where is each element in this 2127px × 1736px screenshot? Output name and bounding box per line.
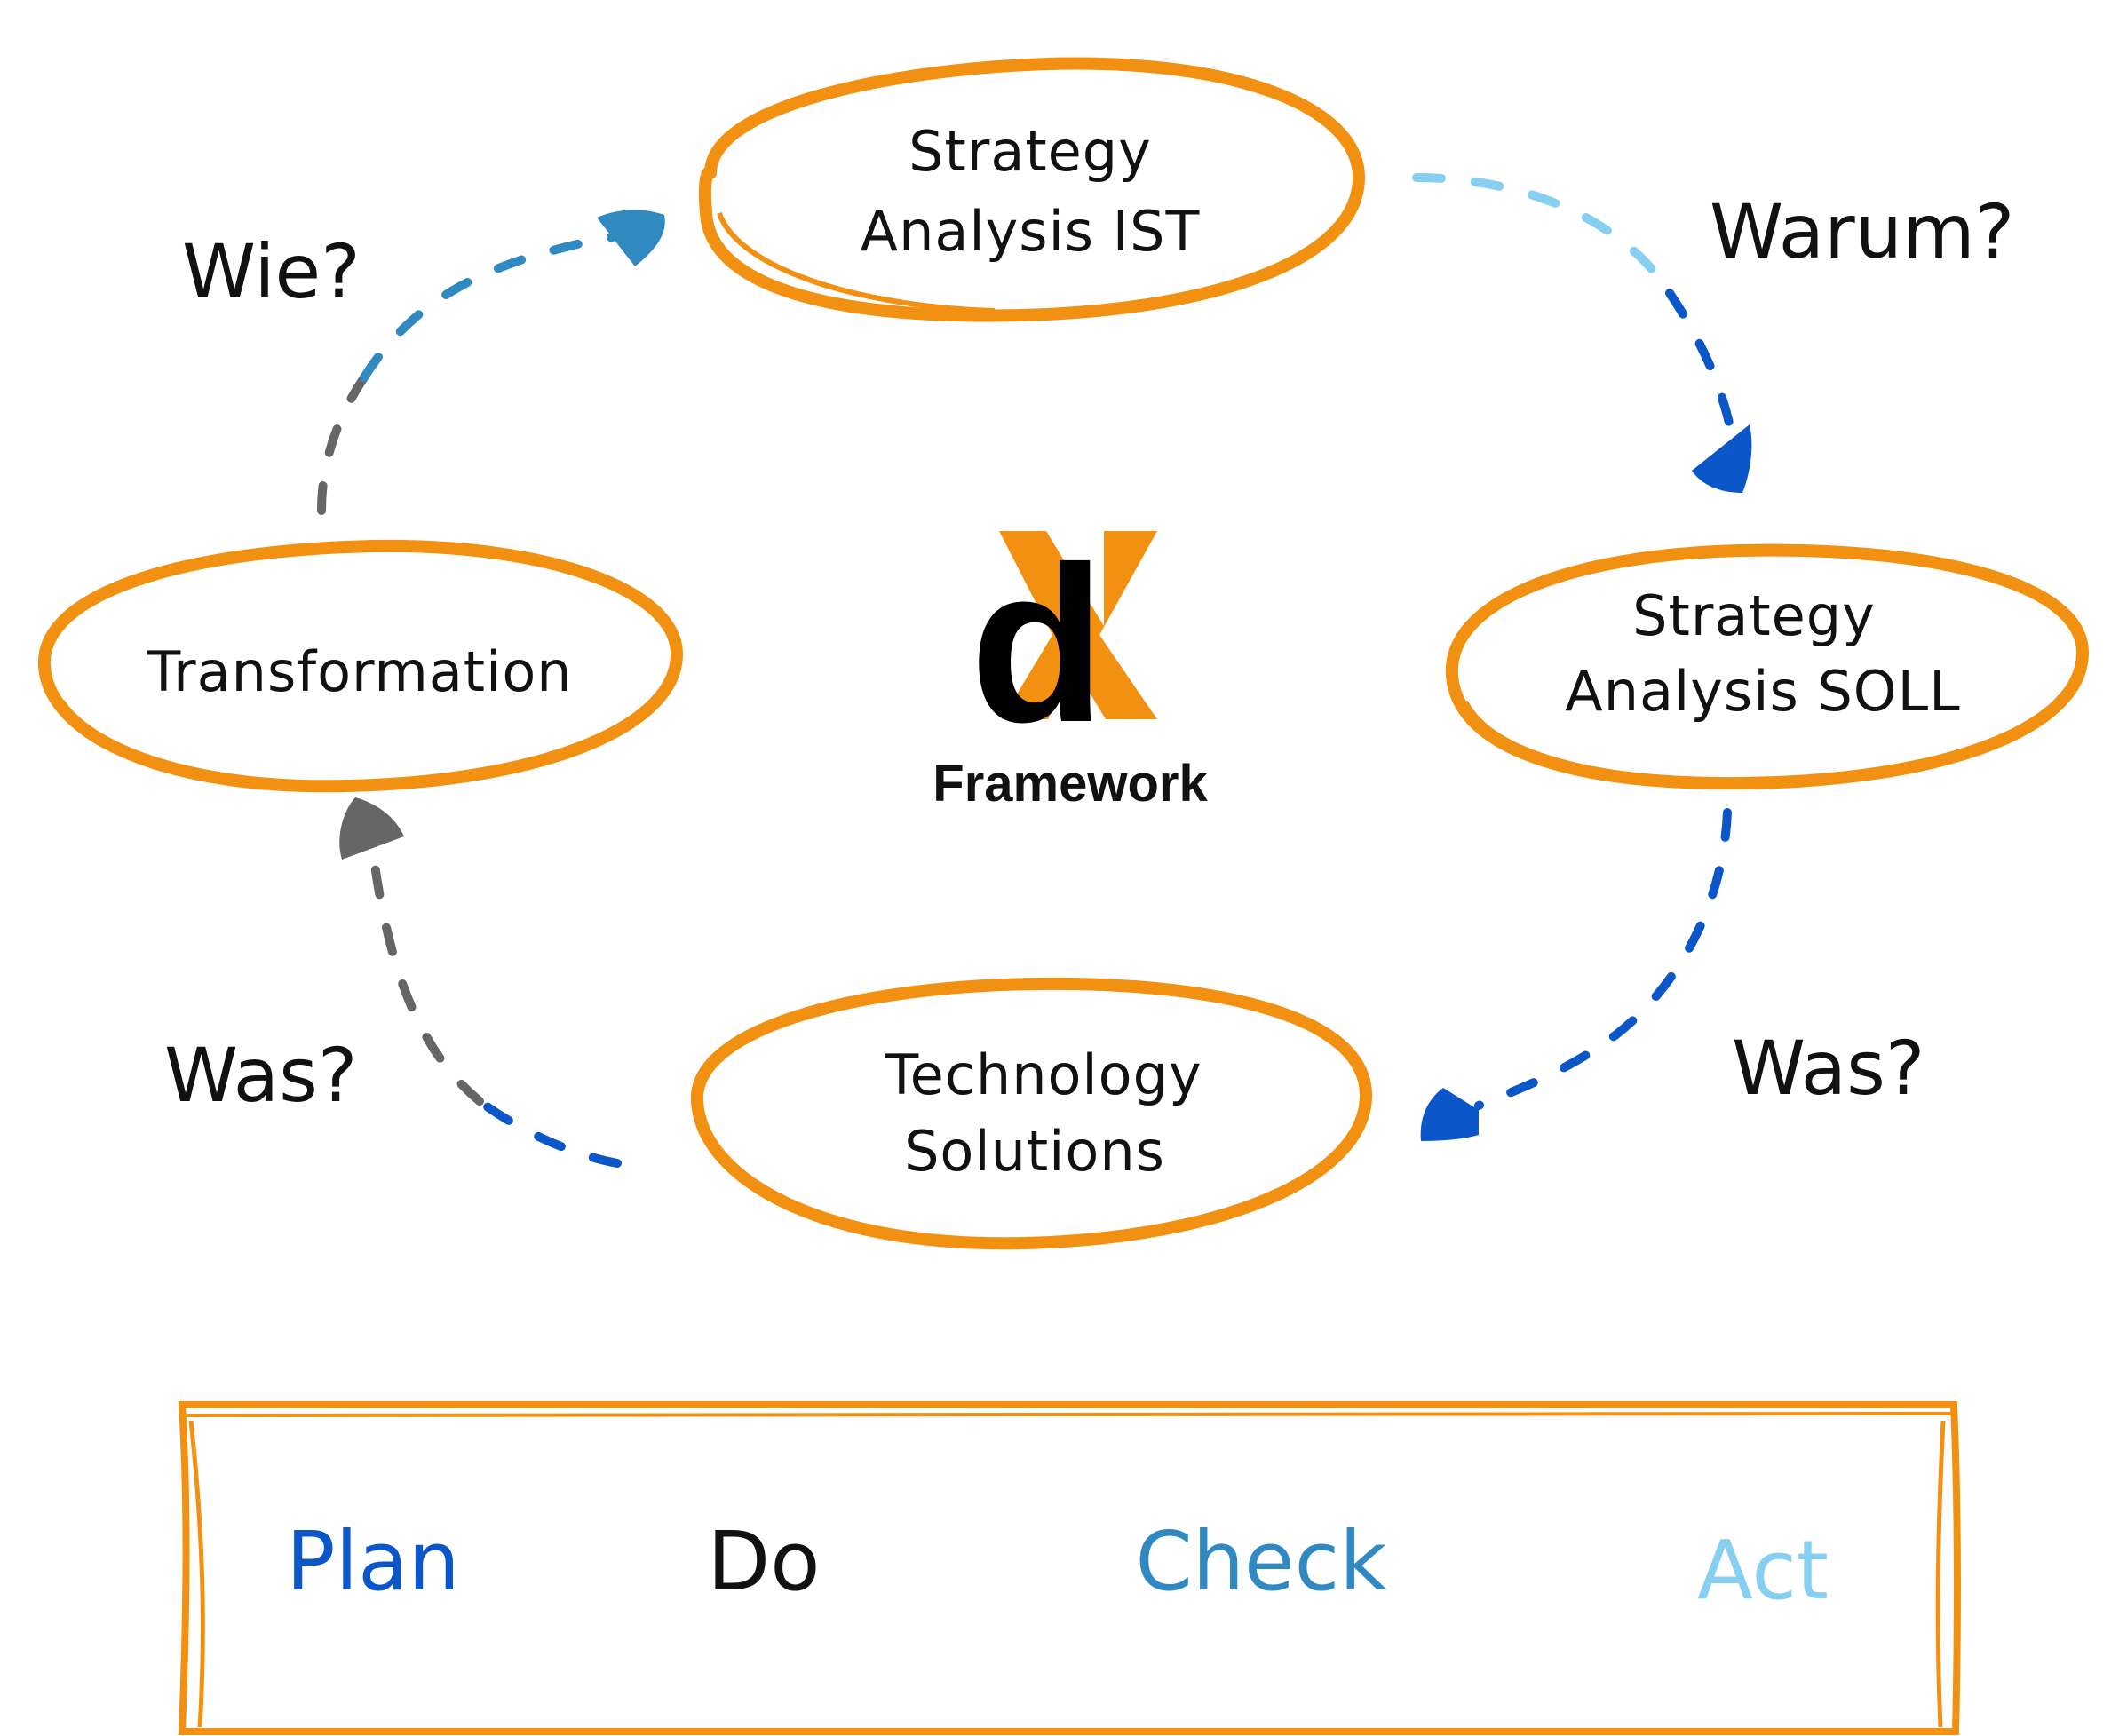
pdca-plan: Plan [286,1514,460,1609]
question-wie: Wie? [182,228,361,315]
arrowhead-soll [1692,424,1752,493]
arrow-soll-to-tech [1420,808,1732,1141]
pdca-act: Act [1697,1523,1829,1618]
pdca-box-outline [178,1401,1962,1735]
question-was-left: Was? [164,1032,358,1119]
node-strategy-analysis-ist: Strategy Analysis IST [698,57,1365,322]
pdca-do: Do [707,1514,820,1609]
question-warum: Warum? [1710,188,2014,275]
node-transformation: Transformation [37,539,684,793]
node-ist-line2: Analysis IST [861,199,1201,264]
pdca-check: Check [1135,1514,1387,1609]
arrowhead-tech [1420,1088,1479,1141]
node-tech-line1: Technology [884,1042,1202,1107]
logo-dx: d Framework [933,520,1208,813]
arrowhead-ist [597,210,665,266]
node-tech-line2: Solutions [904,1119,1165,1184]
logo-x-orange [999,531,1157,719]
node-transformation-outline [37,539,684,793]
logo-caption: Framework [933,755,1208,813]
node-tech-outline [690,977,1373,1250]
node-ist-line1: Strategy [909,119,1152,184]
arrow-transformation-to-ist [317,210,665,515]
node-soll-line1: Strategy [1632,583,1876,648]
node-strategy-analysis-soll: Strategy Analysis SOLL [1445,543,2089,790]
question-was-right: Was? [1732,1025,1925,1112]
logo-d-letter: d [970,520,1106,768]
node-transformation-label: Transformation [146,639,572,704]
arrow-tech-to-transformation [339,797,622,1168]
node-soll-line2: Analysis SOLL [1565,659,1960,724]
arrow-ist-to-soll [1412,173,1752,493]
pdca-box: Plan Do Check Act [178,1401,1962,1735]
arrowhead-transformation [339,797,404,860]
node-technology-solutions: Technology Solutions [690,977,1373,1250]
node-soll-outline [1445,543,2089,790]
node-ist-outline [698,57,1365,322]
